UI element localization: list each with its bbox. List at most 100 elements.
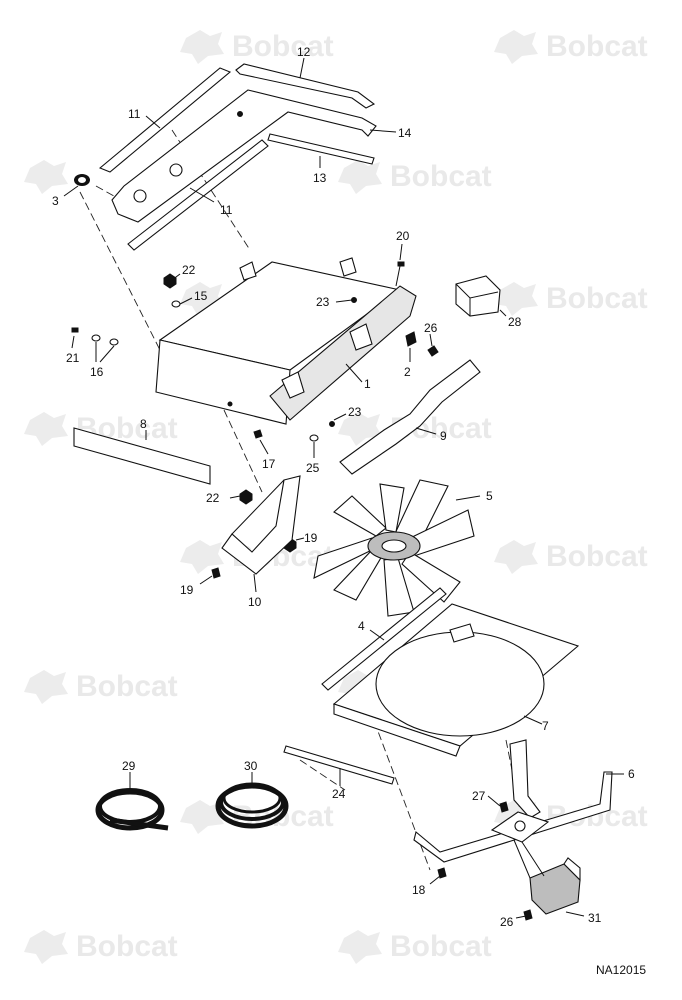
watermark-text: Bobcat [232,30,334,63]
bolt-27 [499,801,509,813]
assembly-line [95,185,131,206]
callout-7: 7 [542,719,549,733]
watermark: Bobcat [494,30,648,64]
watermark [24,160,68,194]
bobcat-logo-icon [494,282,538,316]
motor-cap [563,857,581,882]
leader-23 [335,299,353,303]
leader-28 [499,309,507,317]
leader-5 [455,495,481,501]
leader-11b [189,187,215,203]
callout-25: 25 [306,461,320,475]
bracket-10-edge [231,479,285,535]
assembly-line [299,759,346,791]
leader-lines [63,57,624,919]
watermark-text: Bobcat [546,282,648,315]
assembly-lines [79,129,521,871]
shroud-ring [375,631,545,737]
leader-19 [295,537,305,541]
leader-3 [63,185,79,197]
callout-22b: 22 [206,491,220,505]
leader-12 [299,57,305,79]
watermark: Bobcat [338,930,492,964]
callout-19b: 19 [180,583,194,597]
assembly-line [369,709,431,871]
leader-11 [145,115,161,129]
figure-code: NA12015 [596,963,646,977]
leader-16 [95,342,115,363]
bolt-26 [523,909,533,921]
callout-5: 5 [486,489,493,503]
watermark-text: Bobcat [546,540,648,573]
watermark-text: Bobcat [546,30,648,63]
washer-23 [329,421,335,427]
fan-blade [401,551,461,603]
callout-26b: 26 [500,915,514,929]
bobcat-logo-icon [24,930,68,964]
watermark-text: Bobcat [390,160,492,193]
hose-loop [98,788,162,824]
hydraulic-motor-31 [513,839,581,915]
frame-tube [413,771,613,863]
callout-6: 6 [628,767,635,781]
bobcat-logo-icon [180,540,224,574]
leader-14 [369,129,397,133]
callout-30: 30 [244,759,258,773]
seal-strip-11-lower [127,139,269,251]
curved-pad-9 [339,359,481,475]
fan-blade [333,495,387,537]
watermark-text: Bobcat [76,930,178,963]
bobcat-logo-icon [24,670,68,704]
watermark: Bobcat [494,540,648,574]
seal-strip-11-upper [98,67,232,173]
bobcat-logo-icon [338,160,382,194]
callout-24: 24 [332,787,346,801]
callout-12: 12 [297,45,311,59]
seal-strip-13 [267,133,375,165]
frame-upright [509,739,541,819]
bracket-10 [221,475,301,575]
fan-hub-center [381,539,407,553]
bobcat-logo-icon [24,160,68,194]
callout-14: 14 [398,126,412,140]
assembly-line [79,191,161,351]
leader-23b [333,413,347,421]
bobcat-logo-icon [338,412,382,446]
grommet-3-hole [78,177,86,183]
clip-2 [405,331,417,347]
foam-bar-8 [73,427,211,485]
shroud-hole [169,163,183,177]
bolt-20 [397,261,405,267]
leader-22 [171,273,181,281]
leader-27 [487,795,501,807]
oil-cooler-1 [155,257,417,425]
nut-22 [163,273,177,289]
washer-16 [109,338,119,346]
callout-19: 19 [304,531,318,545]
bobcat-logo-icon [494,30,538,64]
callout-31: 31 [588,911,602,925]
fan-mount-frame-6 [413,739,613,863]
callout-2: 2 [404,365,411,379]
leader-15 [179,297,193,305]
callout-20: 20 [396,229,410,243]
callout-17: 17 [262,457,276,471]
callout-11b: 11 [220,203,233,217]
leader-19b [199,575,213,585]
callout-4: 4 [358,619,365,633]
bobcat-logo-icon [180,30,224,64]
leader-26 [429,333,433,347]
seal-strip-4 [321,587,447,691]
motor-mount-arm [513,839,545,879]
cooler-end-tank [269,285,417,421]
washer-25 [309,434,319,442]
leader-4 [369,629,385,641]
cooler-fitting [281,371,305,399]
filler-block-edge [455,283,499,316]
shroud-flange [333,703,461,757]
washer-16 [91,334,101,342]
washer-23 [351,297,357,303]
nut-26 [427,345,439,357]
callout-28: 28 [508,315,522,329]
